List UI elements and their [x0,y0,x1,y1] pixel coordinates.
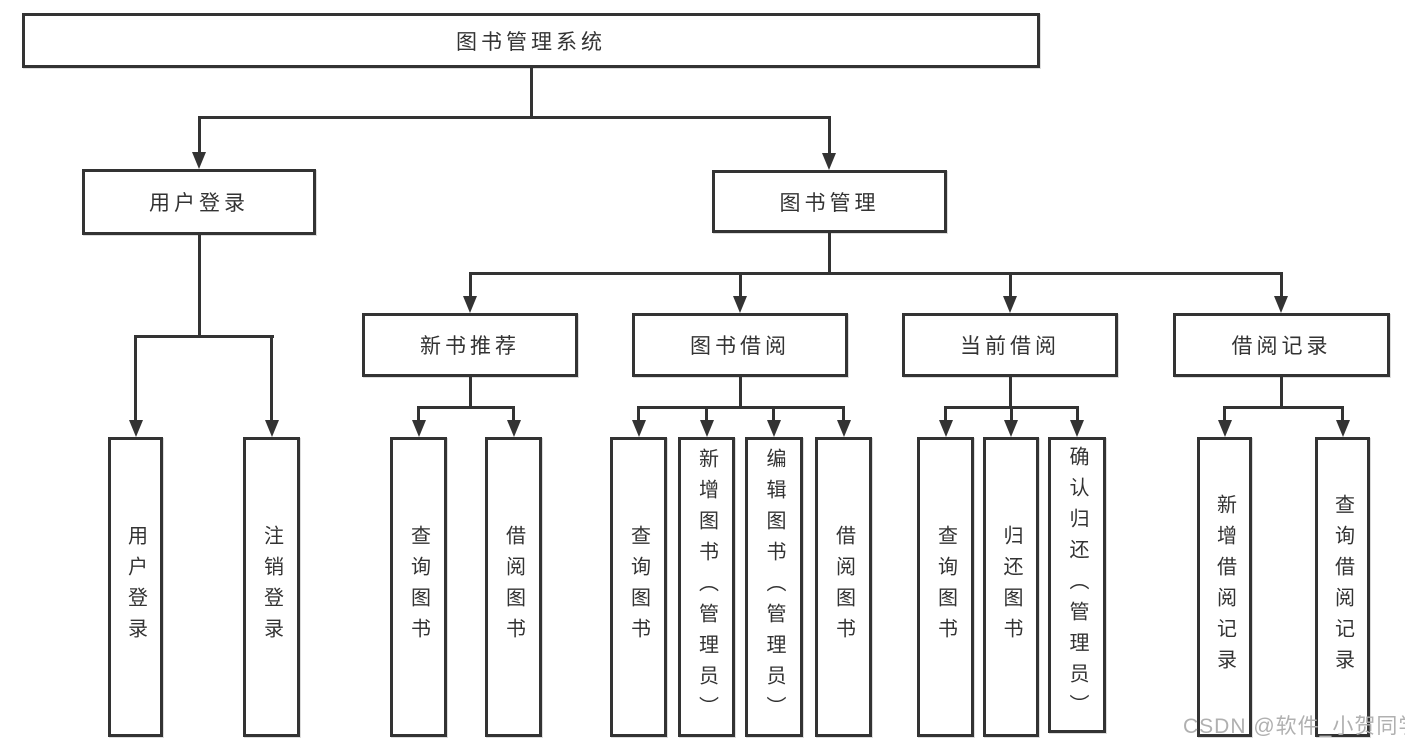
node-leaf-confirm-return-admin: 确认归还（管理员） [1048,437,1106,733]
connector-line [417,406,515,409]
arrow-down-icon [265,420,279,437]
arrow-down-icon [700,420,714,437]
connector-line [1280,377,1283,409]
connector-line [469,272,1282,275]
arrow-down-icon [463,296,477,313]
node-label: 借阅记录 [1231,335,1332,358]
connector-line [1223,406,1344,409]
connector-line [944,406,947,420]
node-book-borrow: 图书借阅 [632,313,848,377]
node-label: 归还图书 [1000,525,1022,649]
node-leaf-query-books-3: 查询图书 [917,437,974,737]
connector-line [828,116,831,154]
node-label: 用户登录 [149,192,249,215]
connector-line [270,335,273,420]
node-leaf-add-borrow-record: 新增借阅记录 [1197,437,1252,737]
connector-line [512,406,515,420]
connector-line [637,406,640,420]
arrow-down-icon [1218,420,1232,437]
arrow-down-icon [192,152,206,169]
connector-line [1009,272,1012,296]
arrow-down-icon [1274,296,1288,313]
connector-line [198,116,831,119]
node-library-management-system: 图书管理系统 [22,13,1040,68]
connector-line [739,272,742,296]
node-leaf-add-book-admin: 新增图书（管理员） [678,437,735,737]
connector-line [134,335,137,420]
connector-line [1009,377,1012,409]
connector-line [530,68,533,119]
connector-line [134,335,274,338]
arrow-down-icon [733,296,747,313]
connector-line [417,406,420,420]
connector-line [1341,406,1344,420]
node-borrow-record: 借阅记录 [1173,313,1390,377]
arrow-down-icon [1336,420,1350,437]
node-label: 图书管理 [779,191,880,215]
connector-line [1010,406,1013,420]
node-leaf-query-books-2: 查询图书 [610,437,667,737]
node-label: 查询图书 [934,525,957,649]
connector-line [198,235,201,338]
connector-line [637,406,845,409]
node-leaf-edit-book-admin: 编辑图书（管理员） [745,437,803,737]
connector-line [1223,406,1226,420]
node-leaf-query-borrow-record: 查询借阅记录 [1315,437,1370,737]
node-leaf-logout: 注销登录 [243,437,300,737]
arrow-down-icon [412,420,426,437]
node-label: 新增借阅记录 [1213,494,1236,680]
node-label: 用户登录 [124,525,147,649]
node-current-borrow: 当前借阅 [902,313,1118,377]
connector-line [772,406,775,420]
node-label: 图书管理系统 [456,30,606,54]
arrow-down-icon [822,153,836,170]
arrow-down-icon [837,420,851,437]
node-leaf-borrow-books-1: 借阅图书 [485,437,542,737]
node-leaf-borrow-books-2: 借阅图书 [815,437,872,737]
connector-line [842,406,845,420]
node-label: 查询图书 [627,525,650,649]
connector-line [828,233,831,275]
arrow-down-icon [507,420,521,437]
node-label: 新增图书（管理员） [695,447,718,727]
connector-line [198,116,201,153]
csdn-watermark: CSDN @软件_小贺同学 [1183,715,1405,738]
node-user-login: 用户登录 [82,169,316,235]
connector-line [1076,406,1079,420]
node-book-management: 图书管理 [712,170,947,233]
node-label: 查询借阅记录 [1331,494,1354,680]
connector-line [739,377,742,409]
node-new-book-recommend: 新书推荐 [362,313,578,377]
arrow-down-icon [632,420,646,437]
arrow-down-icon [1004,420,1018,437]
arrow-down-icon [767,420,781,437]
connector-line [705,406,708,420]
connector-line [469,377,472,409]
connector-line [469,272,472,296]
arrow-down-icon [939,420,953,437]
node-label: 借阅图书 [502,525,525,649]
arrow-down-icon [1003,296,1017,313]
connector-line [1280,272,1283,296]
node-label: 查询图书 [407,525,430,649]
node-label: 确认归还（管理员） [1066,445,1088,725]
node-label: 借阅图书 [832,525,855,649]
node-label: 新书推荐 [420,335,520,358]
node-leaf-return-book: 归还图书 [983,437,1039,737]
node-label: 注销登录 [260,525,283,649]
arrow-down-icon [1070,420,1084,437]
arrow-down-icon [129,420,143,437]
node-leaf-user-login: 用户登录 [108,437,163,737]
node-leaf-query-books-1: 查询图书 [390,437,447,737]
node-label: 图书借阅 [690,335,790,358]
node-label: 编辑图书（管理员） [763,447,785,727]
node-label: 当前借阅 [960,335,1060,358]
